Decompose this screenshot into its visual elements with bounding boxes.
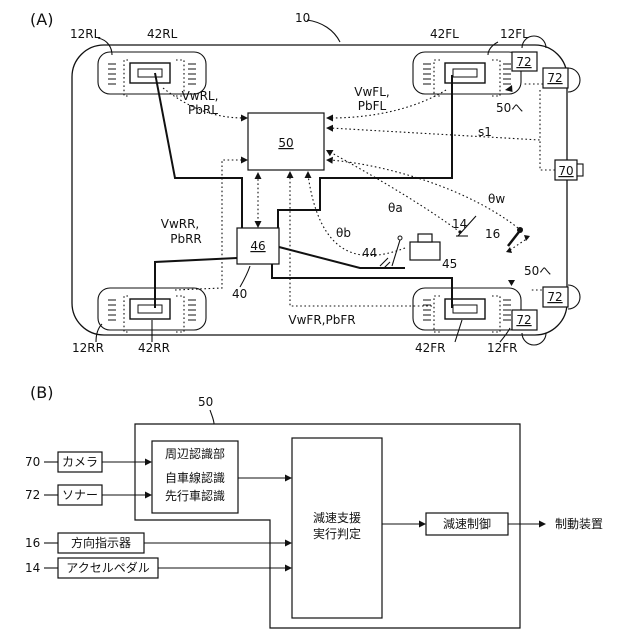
label-vw-fl: VwFL, bbox=[354, 85, 389, 99]
label-vw-pb-fr: VwFR,PbFR bbox=[288, 313, 355, 327]
svg-text:72: 72 bbox=[516, 55, 531, 69]
input-turn-num: 16 bbox=[25, 536, 40, 550]
panel-b-label: (B) bbox=[30, 383, 53, 402]
input-turn-label: 方向指示器 bbox=[71, 535, 131, 550]
wheel-rl-label: 12RL bbox=[70, 27, 101, 41]
sonar-rear: 72 bbox=[512, 310, 546, 345]
wheel-fl bbox=[413, 52, 521, 96]
signal-accel bbox=[330, 152, 460, 232]
judge-line2: 実行判定 bbox=[313, 526, 361, 541]
input-sonar-label: ソナー bbox=[62, 488, 98, 502]
svg-text:72: 72 bbox=[547, 71, 562, 85]
vehicle-leader bbox=[307, 20, 340, 42]
input-camera-label: カメラ bbox=[62, 455, 98, 469]
label-pb-fl: PbFL bbox=[358, 99, 387, 113]
input-sonar-num: 72 bbox=[25, 488, 40, 502]
wheel-fr-label: 12FR bbox=[487, 341, 518, 355]
brake-pedal-label: 45 bbox=[442, 257, 457, 271]
input-accel-label: アクセルペダル bbox=[66, 560, 149, 575]
label-pb-rr: PbRR bbox=[170, 232, 202, 246]
label-theta-b: θb bbox=[336, 226, 351, 240]
input-camera-num: 70 bbox=[25, 455, 40, 469]
camera: 70 bbox=[555, 160, 583, 180]
turn-lever bbox=[506, 227, 530, 253]
sonar-front-side: 72 bbox=[543, 68, 580, 92]
output-label: 制動装置 bbox=[555, 517, 603, 531]
judge-line1: 減速支援 bbox=[313, 510, 361, 525]
svg-text:72: 72 bbox=[547, 290, 562, 304]
recognition-title: 周辺認識部 bbox=[165, 446, 225, 461]
label-vw-rl: VwRL, bbox=[182, 89, 219, 103]
label-theta-a: θa bbox=[388, 201, 403, 215]
wheel-rr-label: 12RR bbox=[72, 341, 104, 355]
label-s1: s1 bbox=[478, 125, 492, 139]
controller-b-number: 50 bbox=[198, 395, 213, 409]
input-accel-num: 14 bbox=[25, 561, 40, 575]
line-pedal bbox=[279, 247, 405, 268]
brake-fr-label: 42FR bbox=[415, 341, 446, 355]
panel-b: (B) 50 70 カメラ 72 ソナー 16 方向指示器 14 アクセルペダル… bbox=[25, 383, 603, 628]
turn-lever-label: 16 bbox=[485, 227, 500, 241]
wheel-fr bbox=[413, 288, 521, 332]
label-pb-rl: PbRL bbox=[188, 103, 218, 117]
signal-brake bbox=[308, 175, 405, 255]
label-vw-rr: VwRR, bbox=[161, 217, 200, 231]
panel-a-label: (A) bbox=[30, 10, 53, 29]
accel-pedal-label: 14 bbox=[452, 217, 467, 231]
sonar-range-front: 50へ bbox=[496, 101, 523, 115]
ecu-label: 46 bbox=[250, 239, 265, 253]
panel-a: (A) 10 12RL 42RL 42FL 12FL bbox=[30, 10, 583, 355]
sonar-rear-side: 72 bbox=[543, 285, 580, 309]
sonar-range-rear: 50へ bbox=[524, 264, 551, 278]
signal-camera bbox=[540, 140, 555, 170]
svg-text:72: 72 bbox=[516, 313, 531, 327]
pedal-sensor-label: 44 bbox=[362, 246, 377, 260]
brake-pedal bbox=[380, 234, 440, 268]
wheel-fl-label: 12FL bbox=[500, 27, 529, 41]
recognition-vehicle: 先行車認識 bbox=[165, 488, 225, 503]
bus-label: 40 bbox=[232, 287, 247, 301]
svg-text:70: 70 bbox=[558, 164, 573, 178]
decel-label: 減速制御 bbox=[443, 516, 491, 531]
label-theta-w: θw bbox=[488, 192, 505, 206]
recognition-lane: 自車線認識 bbox=[165, 470, 225, 485]
brake-rr-label: 42RR bbox=[138, 341, 170, 355]
brake-fl-label: 42FL bbox=[430, 27, 459, 41]
brake-rl-label: 42RL bbox=[147, 27, 178, 41]
vehicle-number: 10 bbox=[295, 11, 310, 25]
controller-label: 50 bbox=[278, 136, 293, 150]
sonar-front: 72 bbox=[512, 36, 546, 71]
signal-fr bbox=[290, 175, 432, 306]
